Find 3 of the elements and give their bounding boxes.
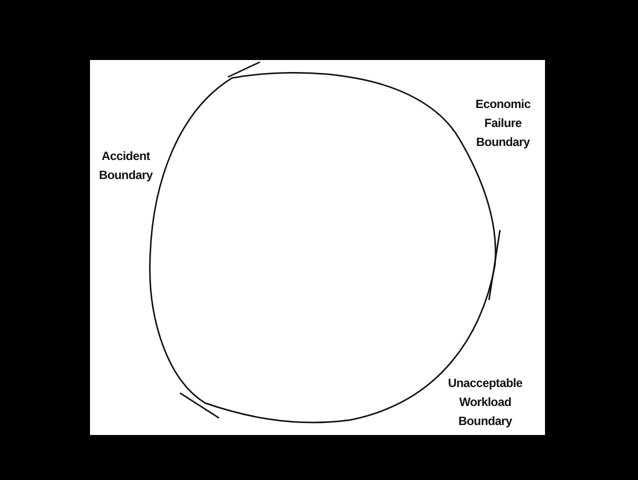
boundary-label: Accident Boundary [99,148,153,184]
boundary-label: Economic Failure Boundary [476,96,530,151]
boundary-label: Unacceptable Workload Boundary [448,375,522,430]
